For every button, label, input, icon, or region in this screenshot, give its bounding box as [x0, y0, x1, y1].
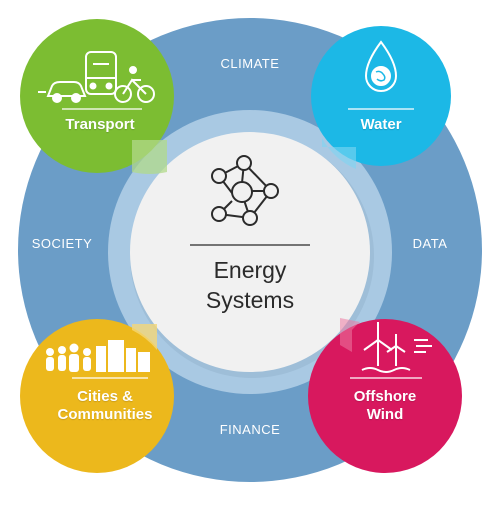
node-label-transport: Transport [40, 116, 160, 134]
node-label-cities: Cities & Communities [40, 388, 170, 424]
center-title-line1: Energy [213, 257, 287, 283]
ring-label-data: DATA [412, 236, 448, 251]
cities-node [20, 319, 174, 473]
wind-turbines-icon [361, 322, 432, 373]
node-label-cities-line2: Communities [57, 406, 153, 423]
center-title: Energy Systems [150, 255, 350, 315]
node-label-wind: Offshore Wind [335, 388, 435, 424]
ring-label-society: SOCIETY [31, 236, 93, 251]
water-node [311, 26, 451, 169]
center-title-line2: Systems [205, 287, 295, 313]
vehicles-icon [38, 51, 155, 103]
center-disc [130, 132, 370, 372]
node-label-water-line1: Water [360, 116, 402, 133]
node-label-wind-line1: Offshore [353, 388, 417, 405]
ring-label-climate: CLIMATE [220, 56, 280, 71]
water-drop-globe-icon [364, 40, 398, 92]
wind-node [308, 318, 462, 473]
ring-label-finance: FINANCE [219, 422, 281, 437]
node-label-wind-line2: Wind [366, 406, 404, 423]
transport-node [20, 19, 174, 175]
city-people-icon [46, 340, 150, 372]
network-nodes-icon [211, 155, 279, 226]
node-label-cities-line1: Cities & [77, 388, 133, 405]
node-label-transport-line1: Transport [65, 116, 135, 133]
node-label-water: Water [331, 116, 431, 134]
